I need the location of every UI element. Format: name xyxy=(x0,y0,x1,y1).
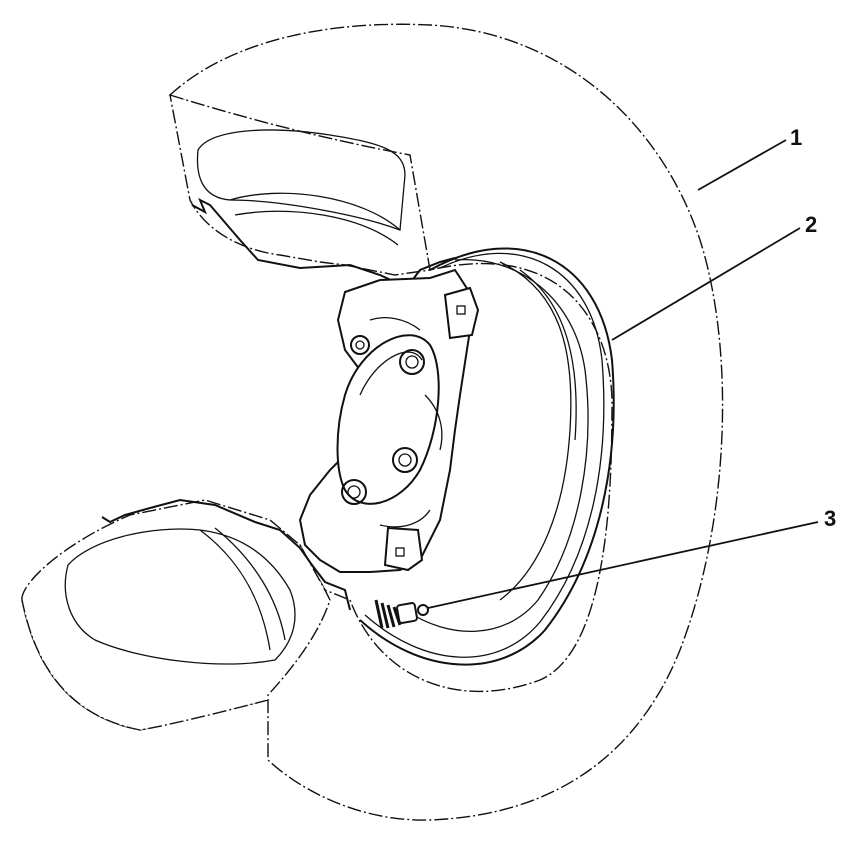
lug-nut xyxy=(399,349,425,375)
mounting-tab xyxy=(383,526,424,572)
wheel-disc xyxy=(298,268,480,573)
callout-label: 3 xyxy=(824,506,836,531)
callout-label: 1 xyxy=(790,125,802,150)
leader-line xyxy=(427,521,819,609)
wheel-rim xyxy=(359,247,615,666)
lug-nut xyxy=(341,479,367,505)
mounting-tab xyxy=(443,286,480,340)
leader-line xyxy=(611,227,801,341)
leader-line xyxy=(697,139,787,191)
valve-stem xyxy=(374,599,429,629)
callout-label: 2 xyxy=(805,212,817,237)
lug-nut xyxy=(350,335,370,355)
tire xyxy=(21,23,724,821)
callout-3: 3 xyxy=(427,506,836,609)
callout-1: 1 xyxy=(697,125,802,191)
lug-nut xyxy=(392,447,418,473)
callout-2: 2 xyxy=(611,212,817,341)
